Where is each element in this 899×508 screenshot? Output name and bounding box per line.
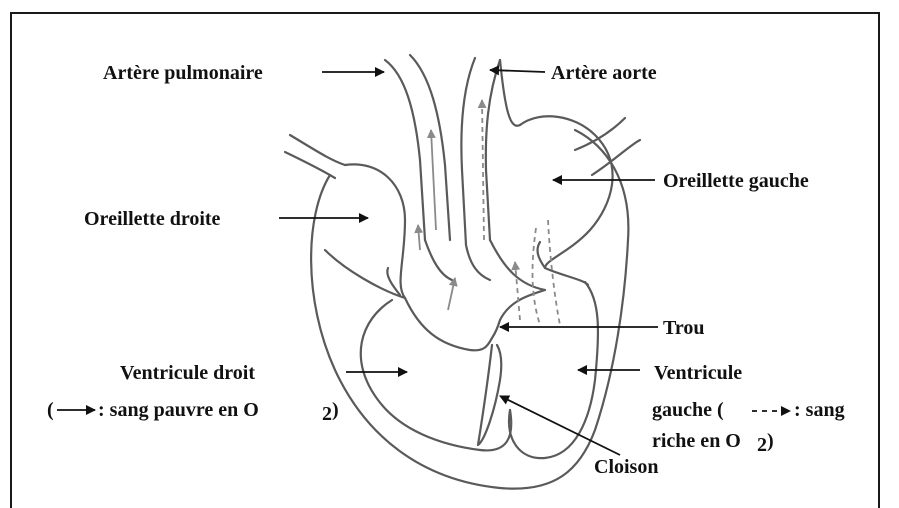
cloison-spike bbox=[478, 345, 501, 445]
legend-open-paren: ( bbox=[47, 399, 54, 421]
pointer-artere-aorte bbox=[490, 70, 545, 72]
legend-close-paren: ) bbox=[332, 399, 339, 421]
label-oreillette-gauche: Oreillette gauche bbox=[663, 170, 809, 192]
label-ventricule-gauche-l1: Ventricule bbox=[654, 362, 742, 384]
vena-cava-top bbox=[290, 135, 345, 165]
pulmonary-valve-left bbox=[425, 240, 452, 280]
label-ventricule-gauche-l3sub: 2 bbox=[757, 434, 767, 456]
legend-text-pauvre: : sang pauvre en O bbox=[98, 399, 259, 421]
legend-sub-pauvre: 2 bbox=[322, 403, 332, 425]
flow-arrow-left-ventricle bbox=[515, 262, 520, 320]
legend-sang-pauvre: ( : sang pauvre en O 2 ) bbox=[47, 399, 339, 425]
label-ventricule-gauche-l2a: gauche ( bbox=[652, 399, 724, 421]
pulmonary-artery-inner bbox=[410, 55, 450, 240]
mitral-valve bbox=[538, 242, 545, 268]
label-ventricule-gauche-l3b: ) bbox=[767, 430, 774, 452]
heart-outline bbox=[285, 55, 640, 489]
label-oreillette-droite: Oreillette droite bbox=[84, 208, 221, 230]
aorta-outer-left bbox=[461, 58, 475, 245]
label-pointers bbox=[279, 70, 658, 455]
flow-arrow-pulmonary bbox=[431, 130, 436, 230]
aorta-valve-right bbox=[466, 245, 490, 280]
right-atrium bbox=[325, 164, 405, 298]
label-trou: Trou bbox=[663, 317, 705, 339]
aorta-outer-right bbox=[486, 60, 500, 240]
label-cloison: Cloison bbox=[594, 456, 658, 478]
label-artere-aorte: Artère aorte bbox=[551, 62, 657, 84]
label-ventricule-gauche-l3a: riche en O bbox=[652, 430, 741, 452]
left-atrium bbox=[520, 116, 613, 285]
flow-arrow-pulmonary-lower bbox=[418, 225, 420, 250]
flow-arrow-right-ventricle bbox=[448, 278, 455, 310]
flow-arrow-aorta-dashed bbox=[482, 100, 484, 240]
label-artere-pulmonaire: Artère pulmonaire bbox=[103, 62, 263, 84]
label-ventricule-gauche-l2b: : sang bbox=[794, 399, 845, 421]
label-ventricule-droit: Ventricule droit bbox=[120, 362, 255, 384]
